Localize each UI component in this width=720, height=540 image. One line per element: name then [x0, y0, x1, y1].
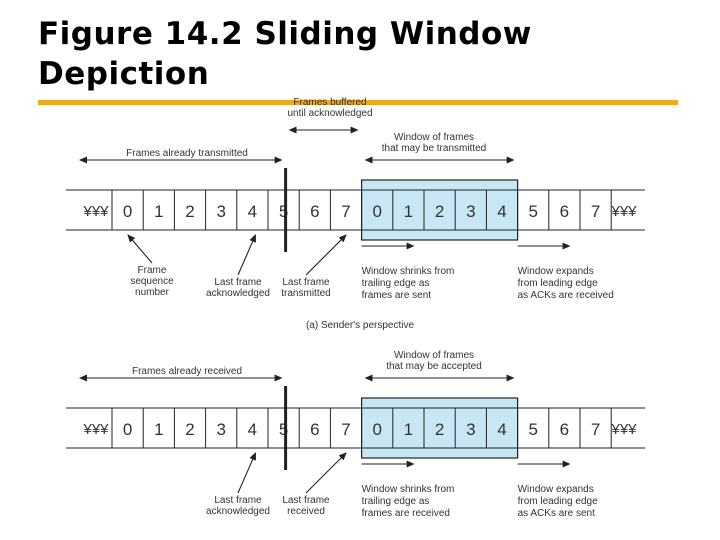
expand-label: Window expands: [518, 484, 594, 495]
shrink-label: frames are received: [362, 508, 450, 519]
frame-number: 2: [185, 202, 194, 221]
frame-number: 0: [372, 202, 381, 221]
frame-number: 2: [435, 420, 444, 439]
frame-number: 6: [310, 202, 319, 221]
last-ack-label: acknowledged: [206, 506, 270, 517]
last-rx-pointer: [305, 452, 347, 494]
panel-caption: (a) Sender's perspective: [306, 320, 415, 331]
frame-number: 1: [404, 420, 413, 439]
last-ack-pointer: [237, 234, 257, 276]
ellipsis-left: ¥¥¥: [82, 421, 109, 438]
frame-number: 0: [372, 420, 381, 439]
last-tx-label: transmitted: [281, 288, 330, 299]
window-label: that may be transmitted: [382, 143, 487, 154]
frame-number: 0: [123, 202, 132, 221]
frame-number: 4: [497, 420, 506, 439]
slide-title: Figure 14.2 Sliding Window Depiction: [38, 16, 532, 92]
frame-number: 3: [466, 202, 475, 221]
last-ack-pointer: [237, 452, 257, 494]
seq-number-label: sequence: [130, 276, 174, 287]
seq-number-pointer: [127, 234, 153, 264]
ellipsis-right: ¥¥¥: [610, 203, 637, 220]
frame-number: 2: [185, 420, 194, 439]
frame-number: 7: [341, 420, 350, 439]
frames-buffered-label: until acknowledged: [287, 108, 372, 119]
window-label: Window of frames: [394, 132, 474, 143]
last-rx-label: received: [287, 506, 325, 517]
seq-number-label: Frame: [138, 265, 167, 276]
last-ack-label: acknowledged: [206, 288, 270, 299]
frame-number: 3: [216, 202, 225, 221]
frame-number: 1: [154, 420, 163, 439]
last-ack-label: Last frame: [214, 495, 262, 506]
frame-number: 6: [560, 420, 569, 439]
last-rx-label: Last frame: [282, 495, 330, 506]
frame-number: 5: [528, 420, 537, 439]
frames-done-label: Frames already received: [132, 366, 242, 377]
shrink-label: frames are sent: [362, 290, 432, 301]
frame-number: 4: [248, 202, 257, 221]
frame-number: 4: [248, 420, 257, 439]
frame-number: 5: [528, 202, 537, 221]
frame-number: 5: [279, 202, 288, 221]
ellipsis-right: ¥¥¥: [610, 421, 637, 438]
ellipsis-left: ¥¥¥: [82, 203, 109, 220]
frame-number: 6: [560, 202, 569, 221]
seq-number-label: number: [135, 287, 170, 298]
shrink-label: Window shrinks from: [362, 484, 455, 495]
window-label: that may be accepted: [386, 361, 482, 372]
frame-number: 1: [154, 202, 163, 221]
window-label: Window of frames: [394, 350, 474, 361]
expand-label: as ACKs are sent: [518, 508, 595, 519]
frames-buffered-label: Frames buffered: [293, 97, 366, 108]
expand-label: from leading edge: [518, 496, 598, 507]
shrink-label: Window shrinks from: [362, 266, 455, 277]
frame-number: 4: [497, 202, 506, 221]
last-tx-pointer: [305, 234, 347, 276]
last-ack-label: Last frame: [214, 277, 262, 288]
frame-number: 3: [216, 420, 225, 439]
frame-number: 7: [591, 202, 600, 221]
last-tx-label: Last frame: [282, 277, 330, 288]
frame-number: 7: [591, 420, 600, 439]
frames-done-label: Frames already transmitted: [126, 148, 248, 159]
receiver-panel: ¥¥¥ 0 1 2 3 4 5 6 7 0 1 2 3 4 5 6 7 ¥¥¥ Frames already rec…: [66, 350, 645, 519]
frame-number: 1: [404, 202, 413, 221]
frame-number: 5: [279, 420, 288, 439]
frame-number: 7: [341, 202, 350, 221]
frame-number: 6: [310, 420, 319, 439]
frame-number: 3: [466, 420, 475, 439]
title-underline: [38, 100, 678, 105]
expand-label: as ACKs are received: [518, 290, 614, 301]
expand-label: Window expands: [518, 266, 594, 277]
sender-panel: ¥¥¥ 0 1 2 3 4 5 6 7 0 1 2 3 4 5 6 7 ¥¥¥ Frames bufferedunt…: [66, 97, 645, 331]
frame-number: 0: [123, 420, 132, 439]
shrink-label: trailing edge as: [362, 496, 430, 507]
frame-number: 2: [435, 202, 444, 221]
shrink-label: trailing edge as: [362, 278, 430, 289]
expand-label: from leading edge: [518, 278, 598, 289]
